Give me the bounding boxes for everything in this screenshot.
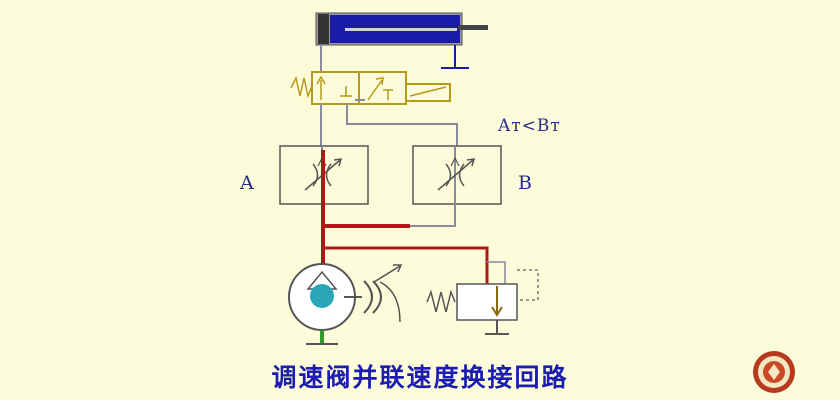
slide-caption: 调速阀并联速度换接回路 [271, 363, 569, 392]
hydraulic-pump [288, 263, 403, 331]
hydraulic-cylinder [315, 12, 488, 46]
valve-a-label: A [240, 172, 254, 194]
valve-b-label: B [518, 172, 532, 194]
pressure-lines [321, 150, 489, 286]
valve-spring [290, 75, 313, 99]
pilot-line [517, 269, 539, 301]
flow-relation-label: Aт<Bт [498, 116, 561, 136]
university-emblem-icon [753, 351, 795, 393]
bypass-line [346, 104, 458, 146]
directional-valve [290, 71, 451, 105]
relief-spring [426, 289, 456, 313]
speed-control-valve-b [412, 145, 502, 205]
relief-valve [426, 269, 539, 335]
